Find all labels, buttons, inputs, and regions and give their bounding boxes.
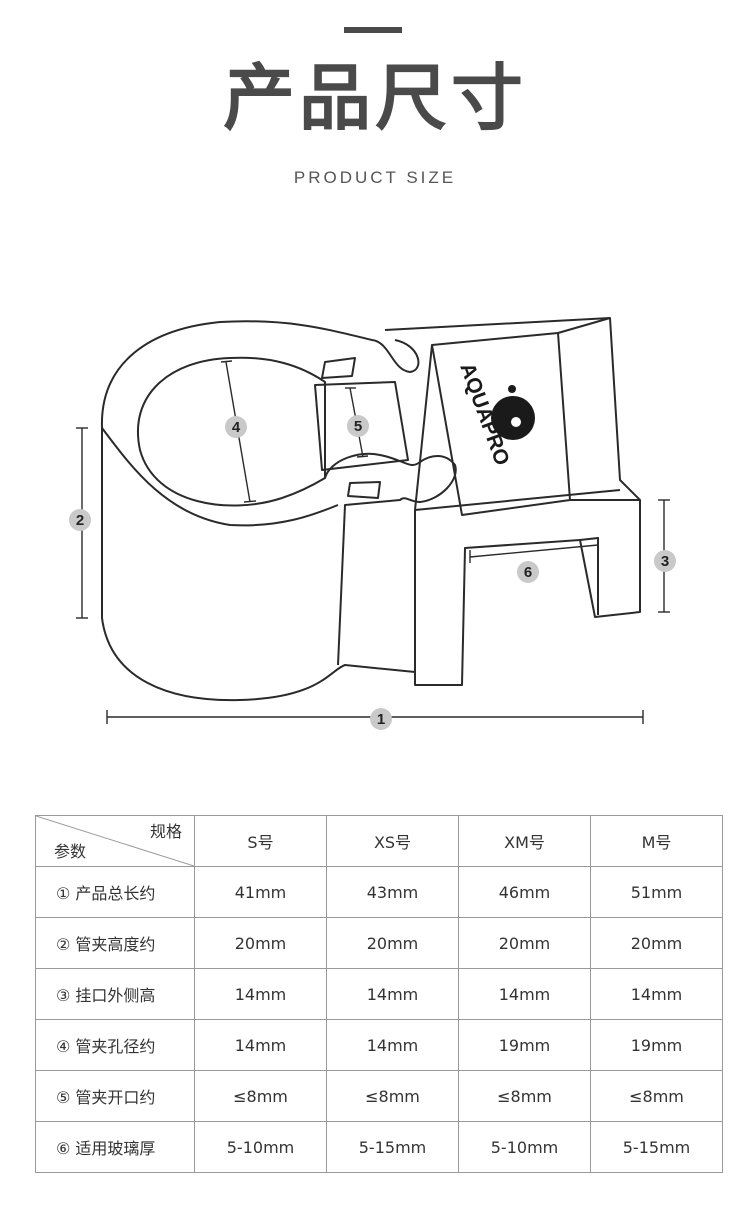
clamp-outline [100,320,420,429]
table-cell: ≤8mm [194,1070,327,1122]
table-header-row: 规格 参数 S号 XS号 XM号 M号 [35,815,723,867]
table-cell: 51mm [590,866,723,918]
table-row: ⑤ 管夹开口约 ≤8mm ≤8mm ≤8mm ≤8mm [35,1070,723,1122]
svg-text:3: 3 [661,553,669,570]
column-header: XS号 [326,815,459,867]
product-diagram: AQUAPRO 1 [0,300,750,740]
row-label: ④ 管夹孔径约 [35,1019,195,1071]
table-row: ① 产品总长约 41mm 43mm 46mm 51mm [35,866,723,918]
corner-label-spec: 规格 [149,822,182,841]
table-cell: 5-15mm [326,1121,459,1173]
table-cell: ≤8mm [590,1070,723,1122]
spec-table: 规格 参数 S号 XS号 XM号 M号 ① 产品总长约 41mm 43mm 46… [35,815,723,1173]
bracket-outline [101,317,641,702]
table-cell: 41mm [194,866,327,918]
table-cell: 14mm [194,1019,327,1071]
table-cell: 20mm [326,917,459,969]
table-cell: 14mm [326,1019,459,1071]
table-cell: 14mm [590,968,723,1020]
marker-2: 2 [69,509,91,531]
column-header: M号 [590,815,723,867]
marker-1: 1 [370,708,392,730]
corner-label-param: 参数 [54,842,87,861]
table-cell: 46mm [458,866,591,918]
page-title: 产品尺寸 [222,56,527,140]
svg-text:2: 2 [76,512,84,529]
table-corner-cell: 规格 参数 [35,815,195,867]
clamp-opening [314,381,409,471]
column-header: XM号 [458,815,591,867]
marker-4: 4 [225,416,247,438]
table-cell: 5-10mm [194,1121,327,1173]
table-cell: ≤8mm [458,1070,591,1122]
table-cell: 19mm [590,1019,723,1071]
marker-5: 5 [347,415,369,437]
table-row: ④ 管夹孔径约 14mm 14mm 19mm 19mm [35,1019,723,1071]
row-label: ① 产品总长约 [35,866,195,918]
row-label: ② 管夹高度约 [35,917,195,969]
svg-text:1: 1 [377,711,385,728]
table-cell: 5-10mm [458,1121,591,1173]
table-row: ⑥ 适用玻璃厚 5-10mm 5-15mm 5-10mm 5-15mm [35,1121,723,1173]
table-cell: 19mm [458,1019,591,1071]
svg-text:4: 4 [232,419,241,436]
table-cell: 20mm [194,917,327,969]
table-cell: ≤8mm [326,1070,459,1122]
column-header: S号 [194,815,327,867]
marker-3: 3 [654,550,676,572]
row-label: ③ 挂口外侧高 [35,968,195,1020]
table-cell: 20mm [458,917,591,969]
svg-text:5: 5 [354,418,362,435]
row-label: ⑤ 管夹开口约 [35,1070,195,1122]
table-cell: 14mm [194,968,327,1020]
table-row: ③ 挂口外侧高 14mm 14mm 14mm 14mm [35,968,723,1020]
table-row: ② 管夹高度约 20mm 20mm 20mm 20mm [35,917,723,969]
page-subtitle: PRODUCT SIZE [293,168,457,187]
table-cell: 14mm [326,968,459,1020]
aquapro-logo: AQUAPRO [455,360,535,469]
marker-6: 6 [517,561,539,583]
table-cell: 20mm [590,917,723,969]
svg-text:6: 6 [524,564,532,581]
title-decor-bar [344,27,402,33]
row-label: ⑥ 适用玻璃厚 [35,1121,195,1173]
table-cell: 14mm [458,968,591,1020]
table-cell: 5-15mm [590,1121,723,1173]
clamp-ring [137,356,326,507]
table-cell: 43mm [326,866,459,918]
